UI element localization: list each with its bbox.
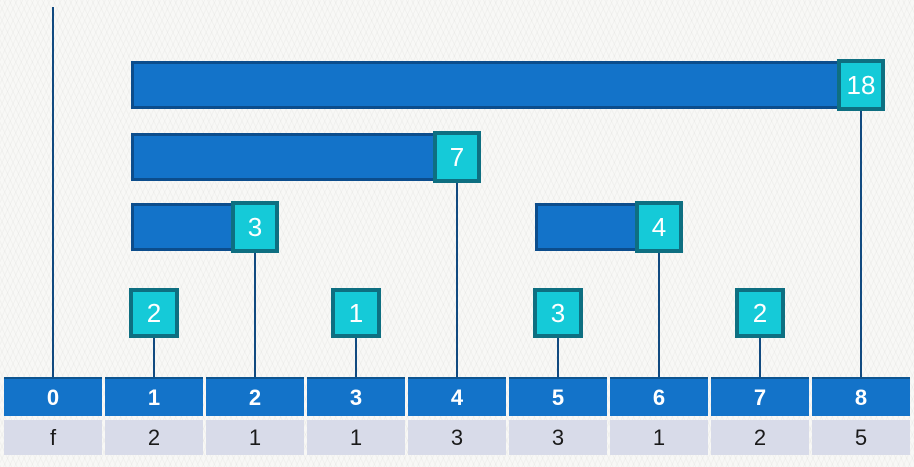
leaf-tag: 1 [331, 288, 381, 338]
table-index-cell: 3 [307, 377, 405, 416]
connector-line [456, 183, 458, 377]
sum-tag: 7 [433, 131, 481, 183]
connector-line [860, 111, 862, 377]
index-zero-axis-line [52, 7, 54, 377]
table-f-cell: 2 [711, 420, 809, 455]
connector-line [557, 338, 559, 377]
connector-line [355, 338, 357, 377]
connector-line [759, 338, 761, 377]
table-index-cell: 2 [206, 377, 304, 416]
table-f-cell: 3 [509, 420, 607, 455]
table-f-cell: 1 [206, 420, 304, 455]
table-index-cell: 8 [812, 377, 910, 416]
table-f-cell: 1 [307, 420, 405, 455]
connector-line [658, 253, 660, 377]
connector-line [153, 338, 155, 377]
table-index-cell: 4 [408, 377, 506, 416]
range-bar [131, 133, 481, 181]
table-index-cell: 6 [610, 377, 708, 416]
table-f-cell: 1 [610, 420, 708, 455]
table-index-cell: 1 [105, 377, 203, 416]
table-index-cell: 5 [509, 377, 607, 416]
range-bar [131, 61, 885, 109]
table-f-cell: 5 [812, 420, 910, 455]
leaf-tag: 2 [735, 288, 785, 338]
table-f-cell: 2 [105, 420, 203, 455]
leaf-tag: 3 [533, 288, 583, 338]
table-f-cell: f [4, 420, 102, 455]
connector-line [254, 253, 256, 377]
table-index-cell: 7 [711, 377, 809, 416]
table-f-cell: 3 [408, 420, 506, 455]
leaf-tag: 2 [129, 288, 179, 338]
sum-tag: 4 [635, 201, 683, 253]
table-index-cell: 0 [4, 377, 102, 416]
sum-tag: 3 [231, 201, 279, 253]
sum-tag: 18 [837, 59, 885, 111]
